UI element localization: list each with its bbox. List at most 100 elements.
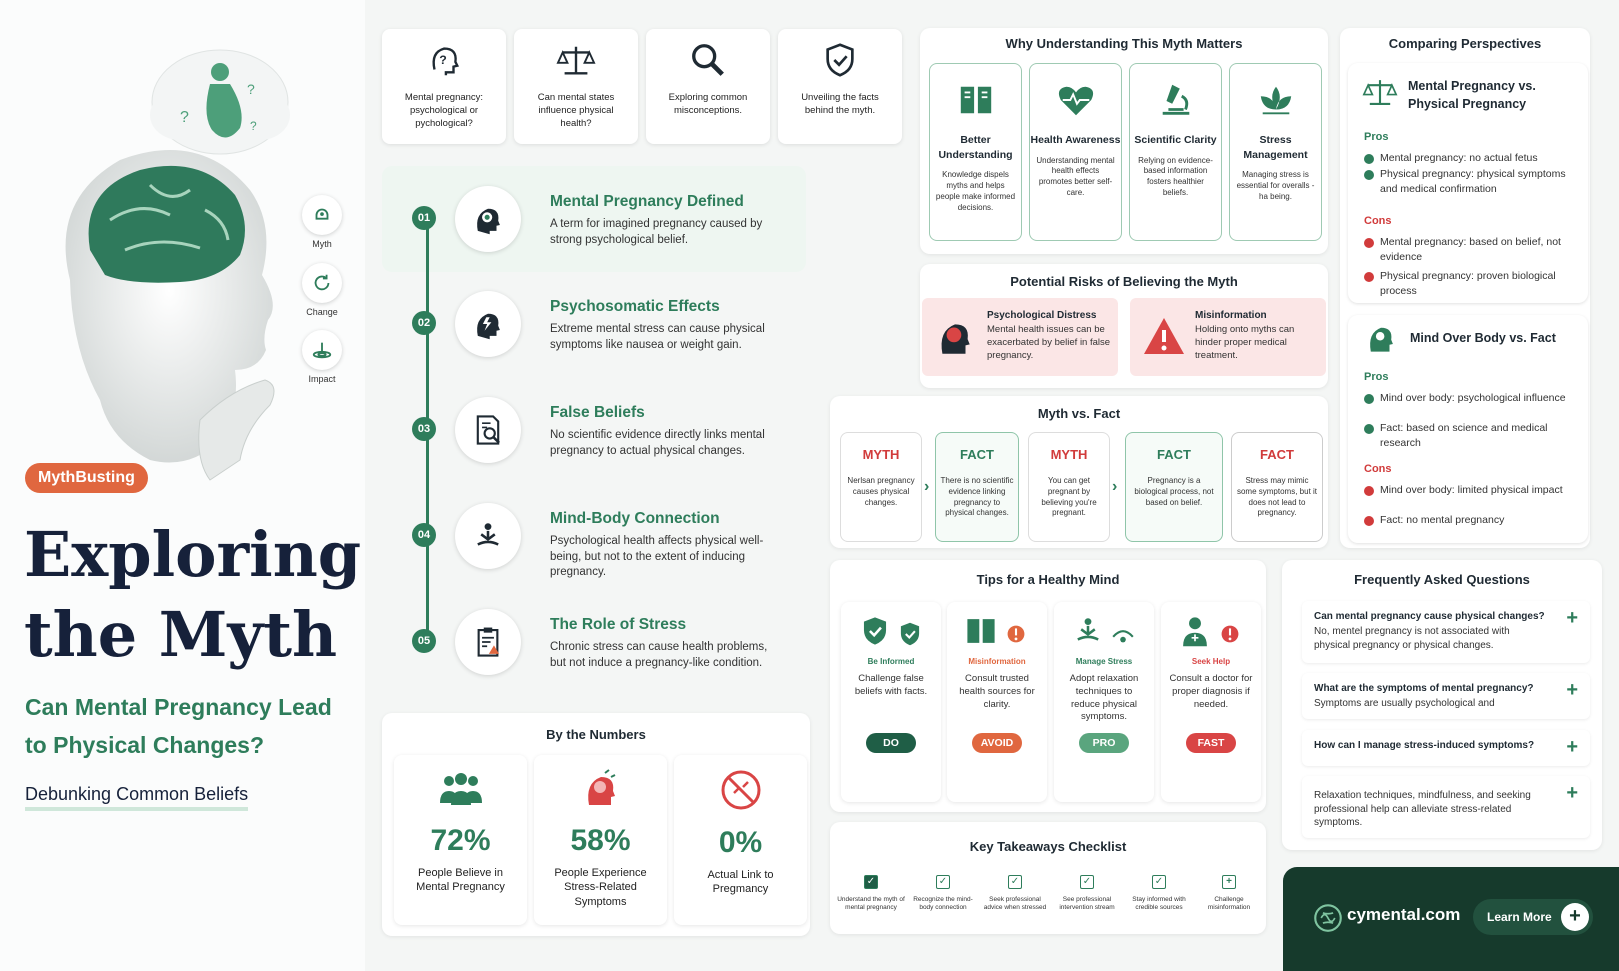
pro-text: Physical pregnancy: physical symptoms an… [1380, 168, 1566, 195]
plus-icon: + [1561, 903, 1589, 931]
check-dot-icon [1364, 424, 1374, 434]
x-dot-icon [1364, 486, 1374, 496]
fast-button[interactable]: FAST [1186, 733, 1236, 753]
chevron-right-icon: › [924, 478, 930, 495]
fact-desc: Stress may mimic some symptoms, but it d… [1236, 476, 1318, 518]
timeline-step[interactable]: 03 False Beliefs No scientific evidence … [395, 379, 805, 475]
chevron-right-icon: › [1112, 478, 1118, 495]
checkbox-plus-icon[interactable]: + [1222, 875, 1236, 889]
tip-card[interactable]: Seek Help Consult a doctor for proper di… [1161, 602, 1261, 802]
side-icon-myth[interactable]: Myth [300, 195, 344, 249]
thought-cloud: ? ? ? [150, 49, 290, 193]
fact-card[interactable]: FACT Pregnancy is a biological process, … [1125, 432, 1223, 542]
tip-sublabel: Misinformation [968, 657, 1026, 666]
fact-card[interactable]: FACT Stress may mimic some symptoms, but… [1231, 432, 1323, 542]
step-number: 05 [412, 629, 436, 653]
brain-icon [315, 208, 329, 220]
brain-head-icon [477, 208, 500, 235]
pro-item: Physical pregnancy: physical symptoms an… [1364, 167, 1579, 196]
checklist-item[interactable]: + Challenge misinformation [1194, 875, 1264, 913]
checkbox-checked-icon[interactable]: ✓ [1008, 875, 1022, 889]
question-card[interactable]: Unveiling the facts behind the myth. [778, 29, 902, 144]
tip-card[interactable]: Misinformation Consult trusted health so… [947, 602, 1047, 802]
tip-card[interactable]: Be Informed Challenge false beliefs with… [841, 602, 941, 802]
checkbox-checked-icon[interactable]: ✓ [936, 875, 950, 889]
do-button[interactable]: DO [866, 733, 916, 753]
fact-desc: There is no scientific evidence linking … [940, 476, 1014, 518]
myth-card[interactable]: MYTH You can get pregnant by believing y… [1028, 432, 1110, 542]
why-card[interactable]: Better Understanding Knowledge dispels m… [929, 63, 1022, 241]
plus-icon[interactable]: + [1566, 679, 1578, 701]
checklist-text: Stay informed with credible sources [1132, 896, 1186, 912]
meditation-icon [477, 523, 499, 546]
pro-text: Mind over body: psychological influence [1380, 392, 1566, 404]
pro-item: Fact: based on science and medical resea… [1364, 421, 1579, 450]
title-line-1: Exploring [24, 518, 362, 591]
checklist-item[interactable]: ✓ Recognize the mind-body connection [908, 875, 978, 913]
checkbox-checked-icon[interactable]: ✓ [1152, 875, 1166, 889]
why-card[interactable]: Scientific Clarity Relying on evidence-b… [1129, 63, 1222, 241]
pro-button[interactable]: PRO [1079, 733, 1129, 753]
risk-title: Misinformation [1195, 310, 1267, 321]
step-title: Psychosomatic Effects [550, 298, 720, 315]
timeline-step[interactable]: 02 Psychosomatic Effects Extreme mental … [395, 273, 805, 369]
why-card[interactable]: Stress Management Managing stress is ess… [1229, 63, 1322, 241]
fact-card[interactable]: FACT There is no scientific evidence lin… [935, 432, 1019, 542]
risk-card[interactable]: Psychological Distress Mental health iss… [922, 298, 1118, 376]
con-text: Fact: no mental pregnancy [1380, 514, 1505, 526]
why-card[interactable]: Health Awareness Understanding mental he… [1029, 63, 1122, 241]
timeline-step[interactable]: 04 Mind-Body Connection Psychological he… [395, 485, 805, 581]
question-card[interactable]: ? Mental pregnancy: psychological or pyc… [382, 29, 506, 144]
checkbox-checked-icon[interactable]: ✓ [1080, 875, 1094, 889]
alert-burst-icon [1221, 625, 1239, 643]
svg-text:?: ? [180, 109, 189, 126]
perspective-block: Mind Over Body vs. Fact Pros Mind over b… [1348, 315, 1588, 543]
checklist-text: Recognize the mind-body connection [913, 896, 973, 912]
scales-icon [556, 46, 596, 75]
perspective-title: Mind Over Body vs. Fact [1410, 331, 1556, 345]
mythbusting-badge[interactable]: MythBusting [25, 463, 148, 493]
faq-item[interactable]: Can mental pregnancy cause physical chan… [1302, 601, 1590, 663]
checklist-item[interactable]: ✓ Seek professional advice when stressed [980, 875, 1050, 913]
brain-logo-icon [1314, 904, 1342, 932]
faq-item[interactable]: Relaxation techniques, mindfulness, and … [1302, 776, 1590, 838]
tip-card[interactable]: Manage Stress Adopt relaxation technique… [1054, 602, 1154, 802]
plus-icon[interactable]: + [1566, 607, 1578, 629]
hero-panel: ? ? ? Myth Change Impact MythBusting Exp… [0, 0, 365, 971]
plus-icon[interactable]: + [1566, 736, 1578, 758]
question-card[interactable]: Exploring common misconceptions. [646, 29, 770, 144]
timeline-highlight [382, 166, 806, 272]
why-card-title: Scientific Clarity [1134, 134, 1217, 146]
myth-desc: Nerlsan pregnancy causes physical change… [847, 476, 915, 507]
side-icon-change[interactable]: Change [300, 263, 344, 317]
plus-icon[interactable]: + [1566, 782, 1578, 804]
why-card-desc: Managing stress is essential for overall… [1236, 170, 1315, 201]
stat-value: 72% [430, 824, 491, 857]
scales-icon [1362, 80, 1398, 105]
myth-card[interactable]: MYTH Nerlsan pregnancy causes physical c… [840, 432, 922, 542]
side-icon-impact[interactable]: Impact [300, 330, 344, 384]
avoid-button[interactable]: AVOID [972, 733, 1022, 753]
con-text: Physical pregnancy: proven biological pr… [1380, 270, 1556, 297]
learn-more-button[interactable]: Learn More + [1473, 899, 1593, 935]
faq-question: How can I manage stress-induced symptoms… [1314, 740, 1535, 751]
tagline: Debunking Common Beliefs [25, 784, 249, 811]
side-icon-label: Myth [312, 239, 332, 249]
timeline-step[interactable]: 01 Mental Pregnancy Defined A term for i… [395, 168, 805, 264]
faq-item[interactable]: How can I manage stress-induced symptoms… [1302, 730, 1590, 766]
faq-item[interactable]: What are the symptoms of mental pregnanc… [1302, 673, 1590, 719]
cons-label: Cons [1364, 463, 1392, 475]
checkbox-checked-icon[interactable]: ✓ [864, 875, 878, 889]
risk-card[interactable]: Misinformation Holding onto myths can hi… [1130, 298, 1326, 376]
checklist-item[interactable]: ✓ See professional intervention stream [1052, 875, 1122, 913]
site-name[interactable]: cymental.com [1347, 905, 1461, 924]
step-title: The Role of Stress [550, 616, 687, 633]
checklist-item[interactable]: ✓ Understand the myth of mental pregnanc… [836, 875, 906, 913]
faq-question: What are the symptoms of mental pregnanc… [1314, 683, 1534, 694]
timeline-step[interactable]: 05 The Role of Stress Chronic stress can… [395, 591, 805, 687]
step-desc: A term for imagined pregnancy caused by … [550, 218, 763, 246]
question-card[interactable]: Can mental states influence physical hea… [514, 29, 638, 144]
refresh-icon [314, 274, 330, 291]
alert-burst-icon [1007, 625, 1025, 643]
checklist-item[interactable]: ✓ Stay informed with credible sources [1124, 875, 1194, 913]
